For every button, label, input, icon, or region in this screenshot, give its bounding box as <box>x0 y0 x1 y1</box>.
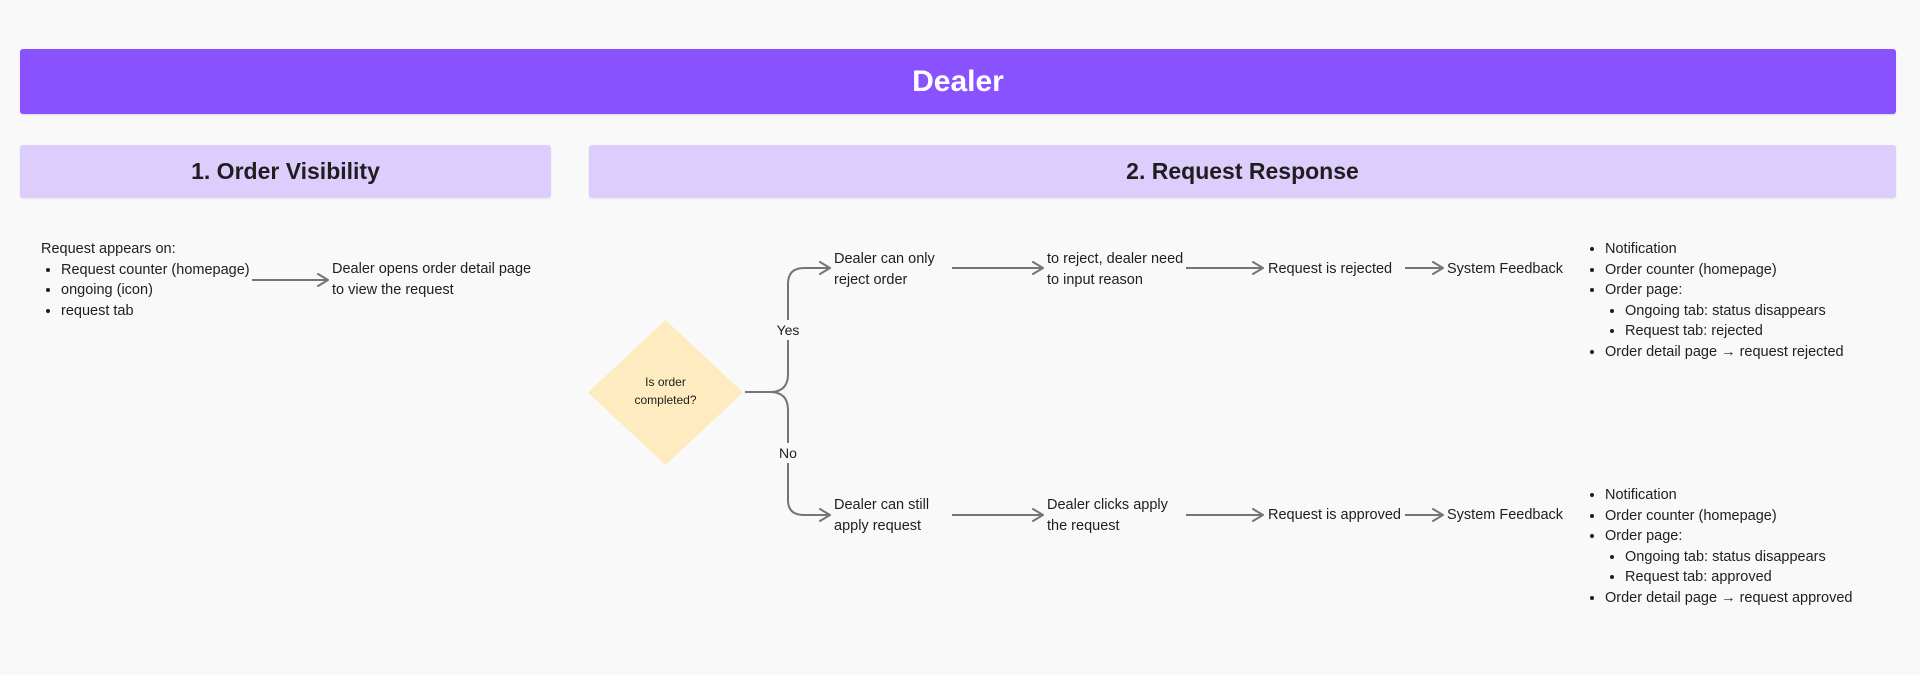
yes-step-system-feedback: System Feedback <box>1447 261 1564 277</box>
yes-feedback-list: Notification Order counter (homepage) Or… <box>1585 239 1844 362</box>
yes-feedback-list-block: Notification Order counter (homepage) Or… <box>1585 239 1844 362</box>
list-item: Notification <box>1605 239 1844 260</box>
list-item: Order page: Ongoing tab: status disappea… <box>1605 526 1852 588</box>
no-feedback-list: Notification Order counter (homepage) Or… <box>1585 485 1852 608</box>
no-step-request-approved: Request is approved <box>1268 507 1401 523</box>
decision-diamond <box>588 320 743 465</box>
list-item: ongoing (icon) <box>61 280 250 301</box>
decision-question-line-2: completed? <box>634 393 697 407</box>
yes-step-input-reason: to reject, dealer need to input reason <box>1047 249 1183 290</box>
dealer-banner: Dealer <box>20 49 1896 114</box>
list-item: Request counter (homepage) <box>61 260 250 281</box>
list-item: Order detail page → request rejected <box>1605 342 1844 363</box>
section-title-order-visibility: 1. Order Visibility <box>191 158 380 184</box>
yes-step-request-rejected: Request is rejected <box>1268 261 1393 277</box>
no-step-can-apply: Dealer can still apply request <box>834 495 929 536</box>
no-feedback-sublist: Ongoing tab: status disappears Request t… <box>1605 547 1852 588</box>
node-line-2: to input reason <box>1047 271 1143 288</box>
section-header-order-visibility: 1. Order Visibility <box>20 145 551 198</box>
node-line-2: apply request <box>834 517 922 534</box>
decision-question: Is order completed? <box>588 373 743 409</box>
list-item: Ongoing tab: status disappears <box>1625 301 1844 322</box>
list-item: Order counter (homepage) <box>1605 260 1844 281</box>
request-appears-list: Request counter (homepage) ongoing (icon… <box>41 260 250 322</box>
node-line-1: Dealer can only <box>834 251 935 267</box>
list-item: Request tab: approved <box>1625 567 1852 588</box>
no-feedback-list-block: Notification Order counter (homepage) Or… <box>1585 485 1852 608</box>
node-line-2: reject order <box>834 271 908 288</box>
list-item-label: Order page: <box>1605 282 1683 298</box>
list-item: Order counter (homepage) <box>1605 506 1852 527</box>
section-header-request-response: 2. Request Response <box>589 145 1896 198</box>
dealer-opens-detail-node: Dealer opens order detail page to view t… <box>332 259 531 300</box>
yes-step-reject-only: Dealer can only reject order <box>834 249 935 290</box>
node-line-2: to view the request <box>332 281 454 298</box>
branch-label-yes: Yes <box>768 320 808 340</box>
node-line-2: the request <box>1047 517 1120 534</box>
node-line-1: Dealer clicks apply <box>1047 497 1168 513</box>
request-appears-block: Request appears on: Request counter (hom… <box>41 239 250 321</box>
no-step-clicks-apply: Dealer clicks apply the request <box>1047 495 1168 536</box>
banner-title: Dealer <box>912 64 1004 98</box>
node-line-1: Dealer can still <box>834 497 930 513</box>
node-line-1: Dealer opens order detail page <box>332 261 532 277</box>
yes-feedback-sublist: Ongoing tab: status disappears Request t… <box>1605 301 1844 342</box>
list-item: Ongoing tab: status disappears <box>1625 547 1852 568</box>
section-title-request-response: 2. Request Response <box>1126 158 1359 184</box>
decision-question-line-1: Is order <box>645 375 686 389</box>
node-line-1: to reject, dealer need <box>1047 251 1184 267</box>
branch-label-no: No <box>768 443 808 463</box>
request-appears-heading: Request appears on: <box>41 241 176 257</box>
list-item-label: Order page: <box>1605 528 1683 544</box>
list-item: request tab <box>61 301 250 322</box>
list-item: Order detail page → request approved <box>1605 588 1852 609</box>
list-item: Order page: Ongoing tab: status disappea… <box>1605 280 1844 342</box>
no-step-system-feedback: System Feedback <box>1447 507 1564 523</box>
list-item: Notification <box>1605 485 1852 506</box>
list-item: Request tab: rejected <box>1625 321 1844 342</box>
